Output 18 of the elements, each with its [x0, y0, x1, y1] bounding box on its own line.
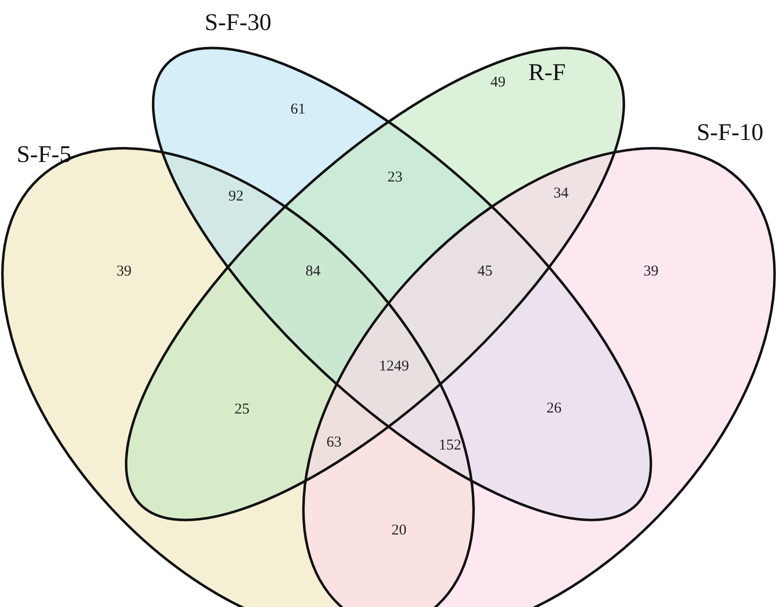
region-count: 92: [228, 188, 244, 204]
region-count: 152: [438, 437, 462, 454]
region-count: 25: [234, 401, 250, 418]
set-label: R-F: [528, 60, 566, 86]
region-count: 26: [546, 400, 562, 416]
set-label: S-F-10: [696, 120, 764, 146]
region-count: 61: [290, 101, 306, 118]
region-count: 84: [306, 263, 320, 280]
region-count: 39: [116, 263, 132, 280]
region-count: 49: [490, 74, 506, 90]
region-count: 45: [478, 263, 492, 280]
region-count: 39: [644, 263, 658, 280]
set-label: S-F-30: [204, 10, 272, 36]
region-count: 34: [554, 185, 568, 202]
region-count: 20: [392, 522, 406, 538]
region-count: 1249: [379, 358, 409, 374]
region-count: 63: [326, 434, 342, 450]
region-count: 23: [388, 169, 402, 186]
